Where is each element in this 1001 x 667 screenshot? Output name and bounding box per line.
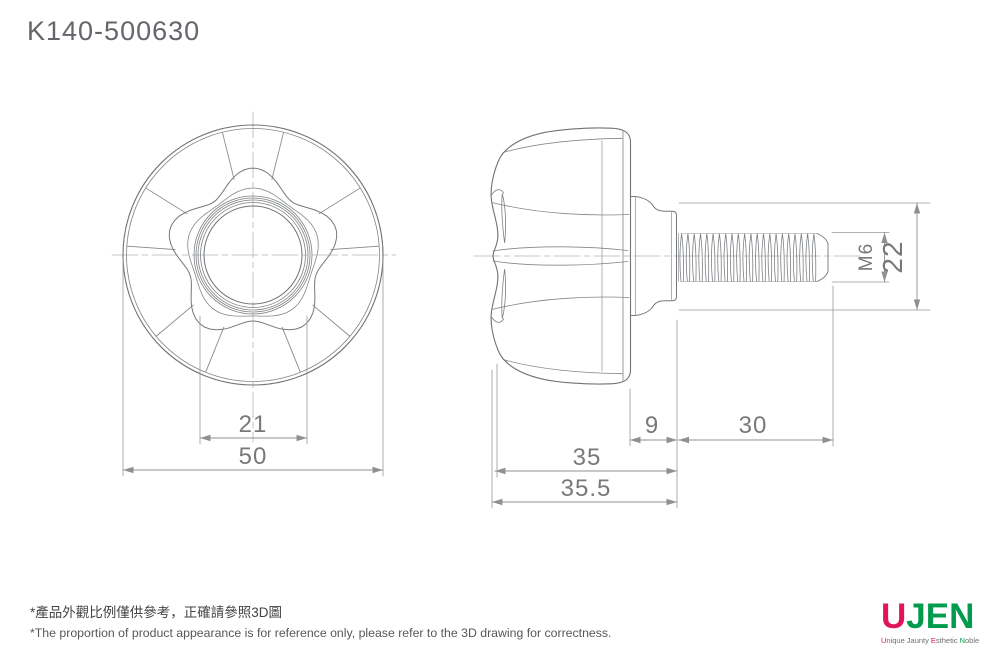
note-english: *The proportion of product appearance is…: [30, 626, 612, 640]
dim-body-length: 35: [573, 444, 602, 471]
side-bottom-draft-line: [502, 359, 623, 375]
footer-notes: *產品外觀比例僅供參考，正確請參照3D圖 *The proportion of …: [30, 601, 611, 640]
logo-letter-u: U: [881, 597, 907, 636]
front-bore-circle: [203, 205, 303, 305]
tagline-rest: nique: [886, 636, 905, 645]
logo-wordmark: UJEN: [881, 599, 993, 634]
side-lobe-curves: [491, 202, 630, 310]
dim-overall-length: 35.5: [561, 475, 612, 502]
dim-neck-length: 9: [645, 412, 659, 439]
dim-thread-length: 30: [739, 412, 768, 439]
side-top-draft-line: [502, 137, 623, 153]
tagline-rest: sthetic: [935, 636, 958, 645]
tagline-initial: E: [930, 636, 936, 645]
tagline-initial: J: [906, 636, 911, 645]
dimension-arrowheads: [123, 203, 921, 506]
front-hub-wavy-ring: [187, 187, 319, 317]
note-chinese: *產品外觀比例僅供參考，正確請參照3D圖: [30, 605, 283, 620]
dim-neck-diameter: 22: [877, 240, 908, 273]
tagline-rest: aunty: [910, 636, 929, 645]
tagline-initial: N: [959, 636, 966, 645]
logo-letters-jen: JEN: [906, 597, 975, 636]
side-lobe-tip-slivers: [490, 189, 507, 323]
side-knob-silhouette: [490, 127, 632, 385]
front-view: 21 50: [111, 111, 397, 477]
front-dimension-lines: [122, 437, 384, 471]
front-lobed-contour: [168, 167, 338, 331]
dim-thread-size: M6: [856, 243, 877, 271]
front-hub-ring-1: [200, 202, 306, 308]
front-radial-lines: [126, 132, 380, 373]
front-hub-ring-2: [197, 199, 309, 311]
front-outer-circle-inner-edge: [126, 128, 380, 382]
tagline-initial: U: [881, 636, 887, 645]
thread-coils: [679, 233, 817, 282]
side-extension-lines: [491, 202, 931, 509]
tagline-rest: oble: [965, 636, 980, 645]
front-outer-circle: [122, 124, 384, 386]
front-hub-ring-3: [195, 197, 311, 313]
part-number: K140-500630: [27, 16, 201, 46]
front-extension-lines: [122, 258, 384, 477]
front-hub-ring-4: [193, 195, 313, 315]
side-hub-outline: [630, 196, 677, 316]
side-view: 9 30 35 35.5 M6 22: [473, 127, 931, 509]
side-dimension-lines: [491, 202, 918, 503]
dim-inner-diameter: 21: [239, 411, 268, 438]
thread-end-chamfer: [816, 233, 829, 282]
dim-outer-diameter: 50: [239, 443, 268, 470]
